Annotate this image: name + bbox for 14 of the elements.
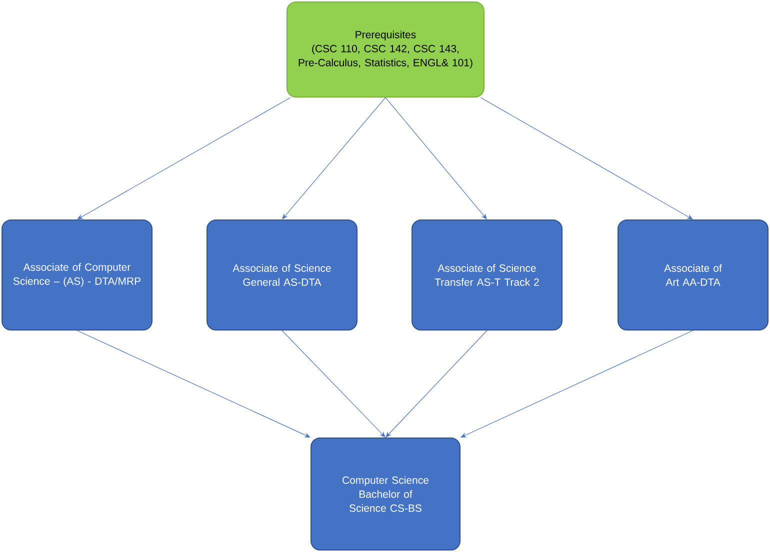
arrow — [480, 97, 693, 220]
program-box: Associate of Science Transfer AS-T Track 2 — [412, 220, 562, 330]
program-box: Associate of Art AA-DTA — [618, 220, 768, 330]
program-box: Associate of Computer Science – (AS) - DTA/MRP — [2, 220, 152, 330]
arrow — [386, 330, 488, 438]
arrow — [385, 97, 487, 220]
arrow — [282, 330, 386, 438]
arrow — [282, 97, 386, 220]
program-box: Computer Science Bachelor of Science CS-BS — [310, 438, 460, 550]
arrow — [460, 330, 694, 438]
arrow — [76, 330, 310, 438]
program-box: Associate of Science General AS-DTA — [206, 220, 358, 330]
arrow — [77, 97, 291, 220]
program-box: Prerequisites (CSC 110, CSC 142, CSC 143, Pre-Calculus, Statistics, ENGL& 101) — [286, 2, 484, 98]
